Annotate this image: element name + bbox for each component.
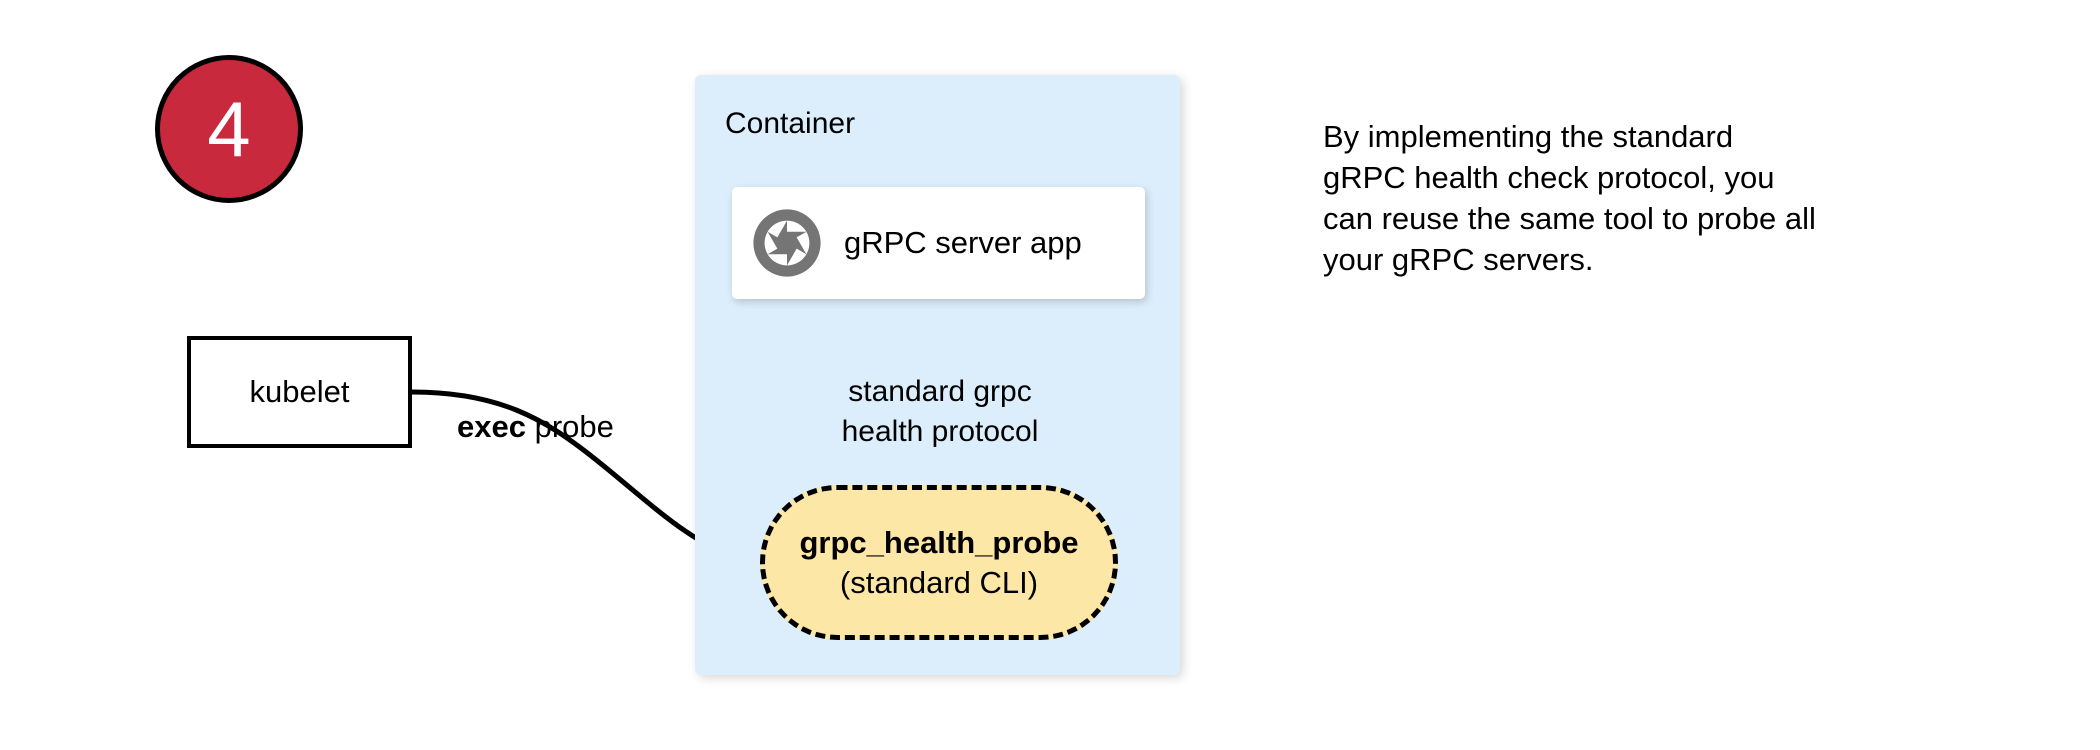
edge-exec-probe-curve [411,389,744,565]
protocol-edge-label: standard grpc health protocol [820,372,1060,452]
side-note-text: By implementing the standard gRPC health… [1323,116,1943,280]
exec-probe-bold-text: exec [457,409,526,444]
grpc-server-app-label: gRPC server app [844,224,1082,260]
protocol-edge-label-line2: health protocol [841,414,1039,448]
side-note-line-4: your gRPC servers. [1323,242,1594,277]
side-note-line-2: gRPC health check protocol, you [1323,160,1775,195]
side-note-line-3: can reuse the same tool to probe all [1323,201,1816,236]
kubelet-label: kubelet [249,373,350,409]
protocol-edge-label-line1: standard grpc [848,375,1032,408]
step-badge-4: 4 [155,55,303,203]
side-note-line-1: By implementing the standard [1323,119,1734,154]
container-label: Container [725,107,856,140]
exec-probe-edge-label: exec probe [457,409,614,444]
kubelet-box[interactable]: kubelet [187,336,412,448]
grpc-health-probe-node[interactable]: grpc_health_probe (standard CLI) [760,485,1118,640]
grpc-server-app-card[interactable]: gRPC server app [732,187,1145,299]
aperture-icon [753,209,821,277]
grpc-health-probe-title: grpc_health_probe [799,525,1079,561]
step-badge-number: 4 [207,85,251,173]
exec-probe-rest-text: probe [525,409,614,444]
grpc-health-probe-subtitle: (standard CLI) [839,564,1039,600]
